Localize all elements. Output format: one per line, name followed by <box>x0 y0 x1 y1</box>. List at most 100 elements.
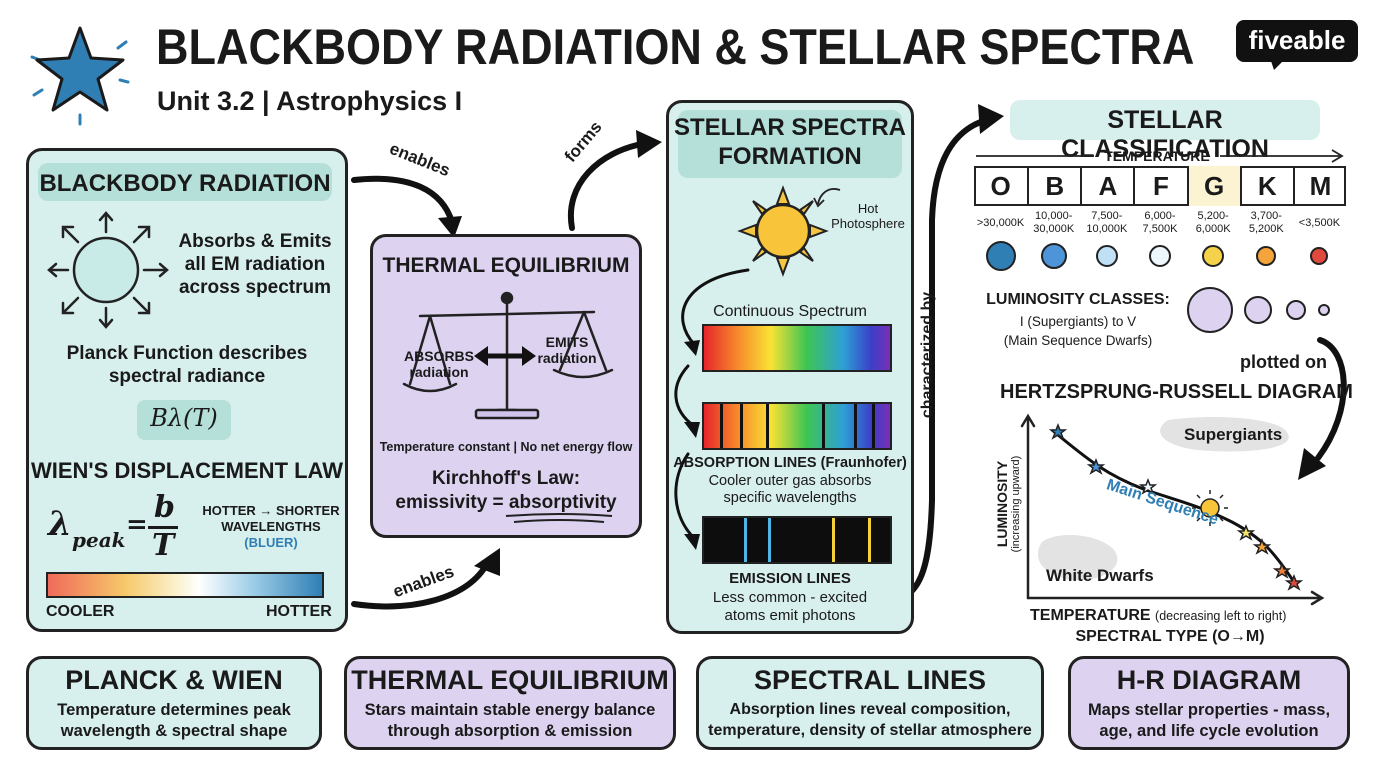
spectral-dot-o <box>985 241 1016 271</box>
spectral-dot-a <box>1095 245 1118 267</box>
hr-star <box>1284 573 1304 591</box>
planck-line-1: Planck Function describes <box>66 343 308 364</box>
spectral-temp-b: 10,000- <box>1035 210 1073 222</box>
wien-equals: = <box>126 510 148 540</box>
absorbs-label: ABSORBS <box>404 348 475 364</box>
emission-line <box>744 518 747 562</box>
hotter-line-1: HOTTER → SHORTER <box>202 503 340 518</box>
absorption-line <box>740 404 743 448</box>
temperature-axis-arrow <box>976 149 1344 163</box>
absorbs-line-2: all EM radiation <box>184 254 326 275</box>
radiating-sphere-icon <box>47 211 169 329</box>
photosphere-pointer <box>813 188 841 208</box>
spectral-temp-a: 7,500- <box>1091 210 1123 222</box>
planck-formula-box <box>137 400 231 440</box>
emission-line-2: Less common - excited <box>712 589 868 606</box>
photosphere-label-2: Photosphere <box>831 216 905 231</box>
wien-numerator: b <box>154 490 175 525</box>
wien-fraction-bar <box>148 526 178 529</box>
spectral-class-k: K <box>1239 166 1293 206</box>
absorption-line-3: specific wavelengths <box>723 490 857 506</box>
brand-logo-tail <box>1270 58 1286 70</box>
underline-squiggle <box>505 513 613 523</box>
double-arrow-icon <box>474 346 536 366</box>
emission-title: EMISSION LINES <box>729 570 851 587</box>
classification-heading-pill <box>1010 100 1320 140</box>
label-characterized-by: characterized by <box>919 291 936 419</box>
footer-text-spectral-1: Absorption lines reveal composition, <box>729 701 1011 718</box>
hr-diagram <box>1020 413 1325 606</box>
absorption-line <box>766 404 769 448</box>
absorbs-sublabel: radiation <box>409 364 469 380</box>
kirchhoff-label: Kirchhoff's Law: <box>431 468 581 489</box>
spectral-temp-f: 6,000- <box>1144 210 1176 222</box>
hr-star <box>1086 457 1106 475</box>
hotter-label: HOTTER <box>266 603 332 620</box>
star-icon <box>30 26 130 126</box>
white-dwarfs-label: White Dwarfs <box>1046 566 1154 585</box>
temperature-constant-text: Temperature constant | No net energy flo… <box>379 440 633 454</box>
footer-text-hr-1: Maps stellar properties - mass, <box>1087 701 1331 719</box>
spectral-temp-o: >30,000K <box>976 217 1025 229</box>
footer-card-spectral-lines <box>696 656 1044 750</box>
kirchhoff-equation: emissivity = absorptivity <box>395 492 617 513</box>
emits-label: EMITS <box>545 334 589 350</box>
absorption-title: ABSORPTION LINES (Fraunhofer) <box>673 455 907 471</box>
emission-line <box>768 518 771 562</box>
spectral-dot-g <box>1202 245 1225 267</box>
luminosity-line-1: I (Supergiants) to V <box>1019 314 1137 329</box>
spectral-dot-f <box>1149 245 1171 267</box>
spectral-temp-a: 10,000K <box>1086 223 1128 235</box>
blackbody-heading-pill <box>38 163 332 201</box>
arrow-forms <box>567 130 662 231</box>
emission-line-3: atoms emit photons <box>724 607 856 624</box>
hr-star <box>1236 523 1256 541</box>
hr-star <box>1138 477 1158 495</box>
spectral-temp-g: 6,000K <box>1195 223 1231 235</box>
emits-sublabel: radiation <box>537 350 597 366</box>
x-axis-title: TEMPERATURE <box>1030 607 1151 624</box>
spectral-dot-m <box>1310 247 1329 265</box>
footer-title-thermal: THERMAL EQUILIBRIUM <box>351 665 669 695</box>
spectral-class-table <box>974 166 1346 206</box>
page-title: BLACKBODY RADIATION & STELLAR SPECTRA <box>156 19 1195 75</box>
footer-card-thermal-equilibrium <box>344 656 676 750</box>
hr-star <box>1252 537 1272 555</box>
spectral-class-f: F <box>1133 166 1186 206</box>
luminosity-line-2: (Main Sequence Dwarfs) <box>1003 333 1153 348</box>
label-plotted-on: plotted on <box>1240 352 1327 372</box>
spectral-temp-k: 3,700- <box>1250 210 1282 222</box>
planck-line-2: spectral radiance <box>108 366 266 387</box>
absorption-line <box>872 404 875 448</box>
spectral-dot-b <box>1040 243 1067 269</box>
wien-lambda: λ <box>48 504 72 544</box>
y-axis-title: LUMINOSITY <box>994 460 1010 548</box>
spectra-heading-line-2: FORMATION <box>718 143 862 170</box>
hotter-line-2: WAVELENGTHS <box>221 519 321 534</box>
spectral-class-b: B <box>1027 166 1080 206</box>
hr-heading: HERTZSPRUNG-RUSSELL DIAGRAM <box>1000 381 1353 403</box>
thermal-heading: THERMAL EQUILIBRIUM <box>382 254 630 277</box>
x-axis-label: TEMPERATURE (decreasing left to right) <box>1030 607 1330 625</box>
emission-line <box>868 518 871 562</box>
absorption-spectrum-bar <box>702 402 892 450</box>
footer-text-hr-2: age, and life cycle evolution <box>1099 722 1319 740</box>
spectral-temp-b: 30,000K <box>1033 223 1075 235</box>
footer-text-thermal-2: through absorption & emission <box>387 722 633 740</box>
spectral-dot-k <box>1256 246 1277 266</box>
spectra-heading-line-1: STELLAR SPECTRA <box>673 114 906 141</box>
spectral-class-a: A <box>1080 166 1133 206</box>
footer-title-planck-wien: PLANCK & WIEN <box>65 665 283 695</box>
footer-title-spectral: SPECTRAL LINES <box>753 665 987 695</box>
blackbody-heading: BLACKBODY RADIATION <box>39 170 331 197</box>
spectral-class-o: O <box>990 171 1011 201</box>
blackbody-panel <box>26 148 348 632</box>
balance-scale-icon <box>402 291 614 420</box>
spectral-type-label: SPECTRAL TYPE (O→M) <box>1075 628 1265 645</box>
spectra-heading-pill <box>678 110 902 178</box>
planck-formula: Bλ(T) <box>150 404 218 432</box>
spectral-temp-g: 5,200- <box>1197 210 1229 222</box>
footer-title-hr: H-R DIAGRAM <box>1116 665 1302 695</box>
supergiants-label: Supergiants <box>1184 425 1283 444</box>
absorption-line <box>822 404 825 448</box>
